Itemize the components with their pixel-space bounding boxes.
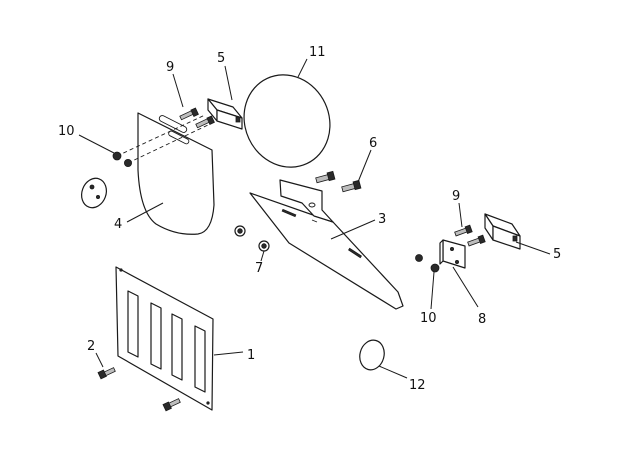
callout-10-right: 10 — [420, 311, 437, 326]
part-11-round-plate — [243, 74, 331, 168]
round-washer — [81, 177, 107, 209]
callout-6: 6 — [369, 136, 377, 151]
part-10-nuts-right — [415, 254, 440, 273]
part-6-bolts — [315, 170, 362, 193]
part-12-round-cap — [359, 339, 385, 371]
part-1-vented-panel — [115, 266, 214, 411]
callout-leaders — [78, 58, 551, 379]
callout-9-right: 9 — [452, 189, 460, 204]
callout-8: 8 — [478, 312, 486, 327]
callout-labels: 1 2 3 4 5 5 6 7 8 9 9 10 10 11 12 — [58, 45, 561, 393]
callout-5-top: 5 — [217, 51, 225, 66]
callout-9-top: 9 — [166, 60, 174, 75]
part-9-bolts-right — [454, 224, 486, 247]
callout-5-right: 5 — [553, 247, 561, 262]
callout-3: 3 — [378, 212, 386, 227]
callout-1: 1 — [247, 348, 255, 363]
part-10-nuts-left — [112, 151, 133, 167]
callout-4: 4 — [114, 217, 122, 232]
callout-2: 2 — [87, 339, 95, 354]
callout-10-left: 10 — [58, 124, 75, 139]
callout-11: 11 — [309, 45, 326, 60]
part-3-angled-plate — [249, 179, 404, 310]
part-5-block-left — [207, 98, 243, 130]
part-7-nuts — [234, 225, 270, 252]
part-8-bracket — [439, 239, 466, 269]
part-5-block-right — [484, 213, 521, 250]
part-9-bolts-left — [179, 107, 215, 129]
part-2-screws — [97, 367, 181, 412]
part-4-mud-flap — [116, 112, 215, 235]
callout-12: 12 — [409, 378, 426, 393]
callout-7: 7 — [255, 261, 263, 276]
